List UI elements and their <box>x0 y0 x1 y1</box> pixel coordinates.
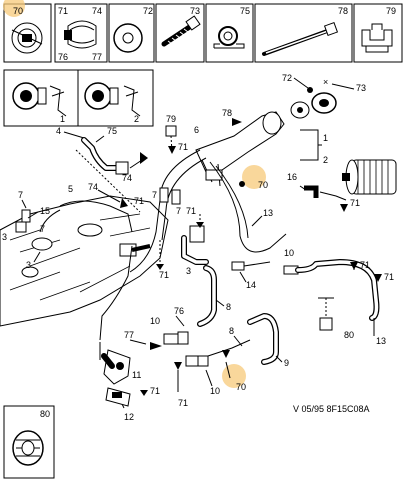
part-label-71-callout-g: 71 <box>150 386 160 396</box>
lower-middle-fittings: 71 10 70 <box>174 350 246 408</box>
elbow-3: 3 71 71 <box>156 206 209 280</box>
part-label-73: 73 <box>190 6 200 16</box>
part-label-75-callout: 75 <box>107 126 117 136</box>
part-label-76: 76 <box>58 52 68 62</box>
clip-holder-icon <box>361 23 393 53</box>
part-label-10-left: 10 <box>150 316 160 326</box>
pump-cylinder <box>342 159 397 195</box>
part-label-71: 71 <box>58 6 68 16</box>
part-label-75: 75 <box>240 6 250 16</box>
part-label-72: 72 <box>143 6 153 16</box>
clip-80: 80 <box>318 297 354 340</box>
part-label-74-callout-a: 74 <box>122 173 132 183</box>
part-label-70-callout: 70 <box>258 180 268 190</box>
part-label-71-callout-c: 71 <box>186 206 196 216</box>
part-label-80: 80 <box>344 330 354 340</box>
connectors-7: 7 7 7 5 74 71 <box>18 182 181 223</box>
part-label-80-box: 80 <box>40 409 50 419</box>
part-label-73-callout: 73 <box>356 83 366 93</box>
part-label-6: 6 <box>194 125 199 135</box>
part-label-77: 77 <box>124 330 134 340</box>
part-label-72-callout: 72 <box>282 73 292 83</box>
part-label-71-callout-a: 71 <box>178 142 188 152</box>
part-label-71-callout-right: 71 <box>350 198 360 208</box>
part-label-7-mid: 7 <box>40 224 45 234</box>
part-label-74-callout-b: 74 <box>88 182 98 192</box>
part-label-2: 2 <box>134 114 139 124</box>
part-label-1-callout: 1 <box>323 133 328 143</box>
part-label-79-callout: 79 <box>166 114 176 124</box>
part-label-7-left-top: 7 <box>152 190 157 200</box>
part-label-4: 4 <box>56 126 61 136</box>
washer-icon <box>113 23 143 53</box>
part-label-71-callout-h: 71 <box>178 398 188 408</box>
hose-group-right: 10 71 71 13 9 8 <box>207 248 394 368</box>
part-label-8-lower: 8 <box>229 326 234 336</box>
part-label-78-callout: 78 <box>222 108 232 118</box>
part-label-2-callout: 2 <box>323 155 328 165</box>
part-label-71-callout-d: 71 <box>159 270 169 280</box>
grommet-icon <box>11 22 43 54</box>
pipe-75-group: 4 75 74 79 71 <box>56 114 188 213</box>
hose-clamp-icon <box>64 20 97 49</box>
screw-icon <box>161 15 201 47</box>
cross-marker: × <box>323 77 328 87</box>
part-label-3-left: 3 <box>2 232 7 242</box>
part-label-3-mid: 3 <box>26 260 31 270</box>
part-label-12: 12 <box>124 412 134 422</box>
part-label-9: 9 <box>284 358 289 368</box>
part-box-80: 80 <box>3 405 55 479</box>
part-label-1: 1 <box>60 114 65 124</box>
part-label-71-callout-f: 71 <box>384 272 394 282</box>
part-label-78: 78 <box>338 6 348 16</box>
valve-11 <box>101 349 131 385</box>
filter-grommet-icon-right <box>84 82 141 117</box>
lower-left-fittings: 76 10 77 11 12 71 <box>99 306 189 422</box>
part-label-70-callout-lower: 70 <box>236 382 246 392</box>
part-label-11: 11 <box>132 370 141 380</box>
reference-code: V 05/95 8F15C08A <box>293 404 370 414</box>
highlight-marker <box>3 0 25 17</box>
part-label-10-upper: 10 <box>284 248 294 258</box>
grommet-80-icon <box>12 430 44 466</box>
part-label-5: 5 <box>68 184 73 194</box>
part-label-79: 79 <box>386 6 396 16</box>
filter-body <box>195 111 285 187</box>
part-label-77: 77 <box>92 52 102 62</box>
part-label-7-left: 7 <box>18 190 23 200</box>
part-label-70: 70 <box>13 6 23 16</box>
hose-8-upper: 8 14 <box>197 261 271 327</box>
top-parts-row: 70 71 74 76 77 72 73 <box>3 0 403 63</box>
part-label-8-upper: 8 <box>226 302 231 312</box>
engine-block <box>0 195 169 327</box>
part-label-71-callout-e: 71 <box>360 260 370 270</box>
filter-housing-assembly: 72 × 73 78 6 1 2 70 <box>194 73 366 190</box>
sealing-ring <box>290 92 337 119</box>
p-clip-icon <box>213 26 245 49</box>
part-label-16: 16 <box>287 172 297 182</box>
part-label-7-right: 7 <box>176 206 181 216</box>
part-label-71-callout-b: 71 <box>134 196 144 206</box>
elbow-connector-16: 16 71 <box>287 172 360 212</box>
part-label-15: 15 <box>40 206 50 216</box>
return-pipes <box>39 149 287 341</box>
part-label-14: 14 <box>246 280 256 290</box>
part-label-3: 3 <box>186 266 191 276</box>
part-label-13-top: 13 <box>263 208 273 218</box>
part-label-13: 13 <box>376 336 386 346</box>
fitting-15: 15 3 7 3 <box>2 206 50 270</box>
part-label-10-lower: 10 <box>210 386 220 396</box>
part-label-76: 76 <box>174 306 184 316</box>
highlight-marker <box>242 165 266 189</box>
second-parts-row: 1 2 <box>3 69 154 127</box>
cable-tie-icon <box>262 21 339 56</box>
part-label-74: 74 <box>92 6 102 16</box>
filter-grommet-icon-left <box>12 82 67 117</box>
